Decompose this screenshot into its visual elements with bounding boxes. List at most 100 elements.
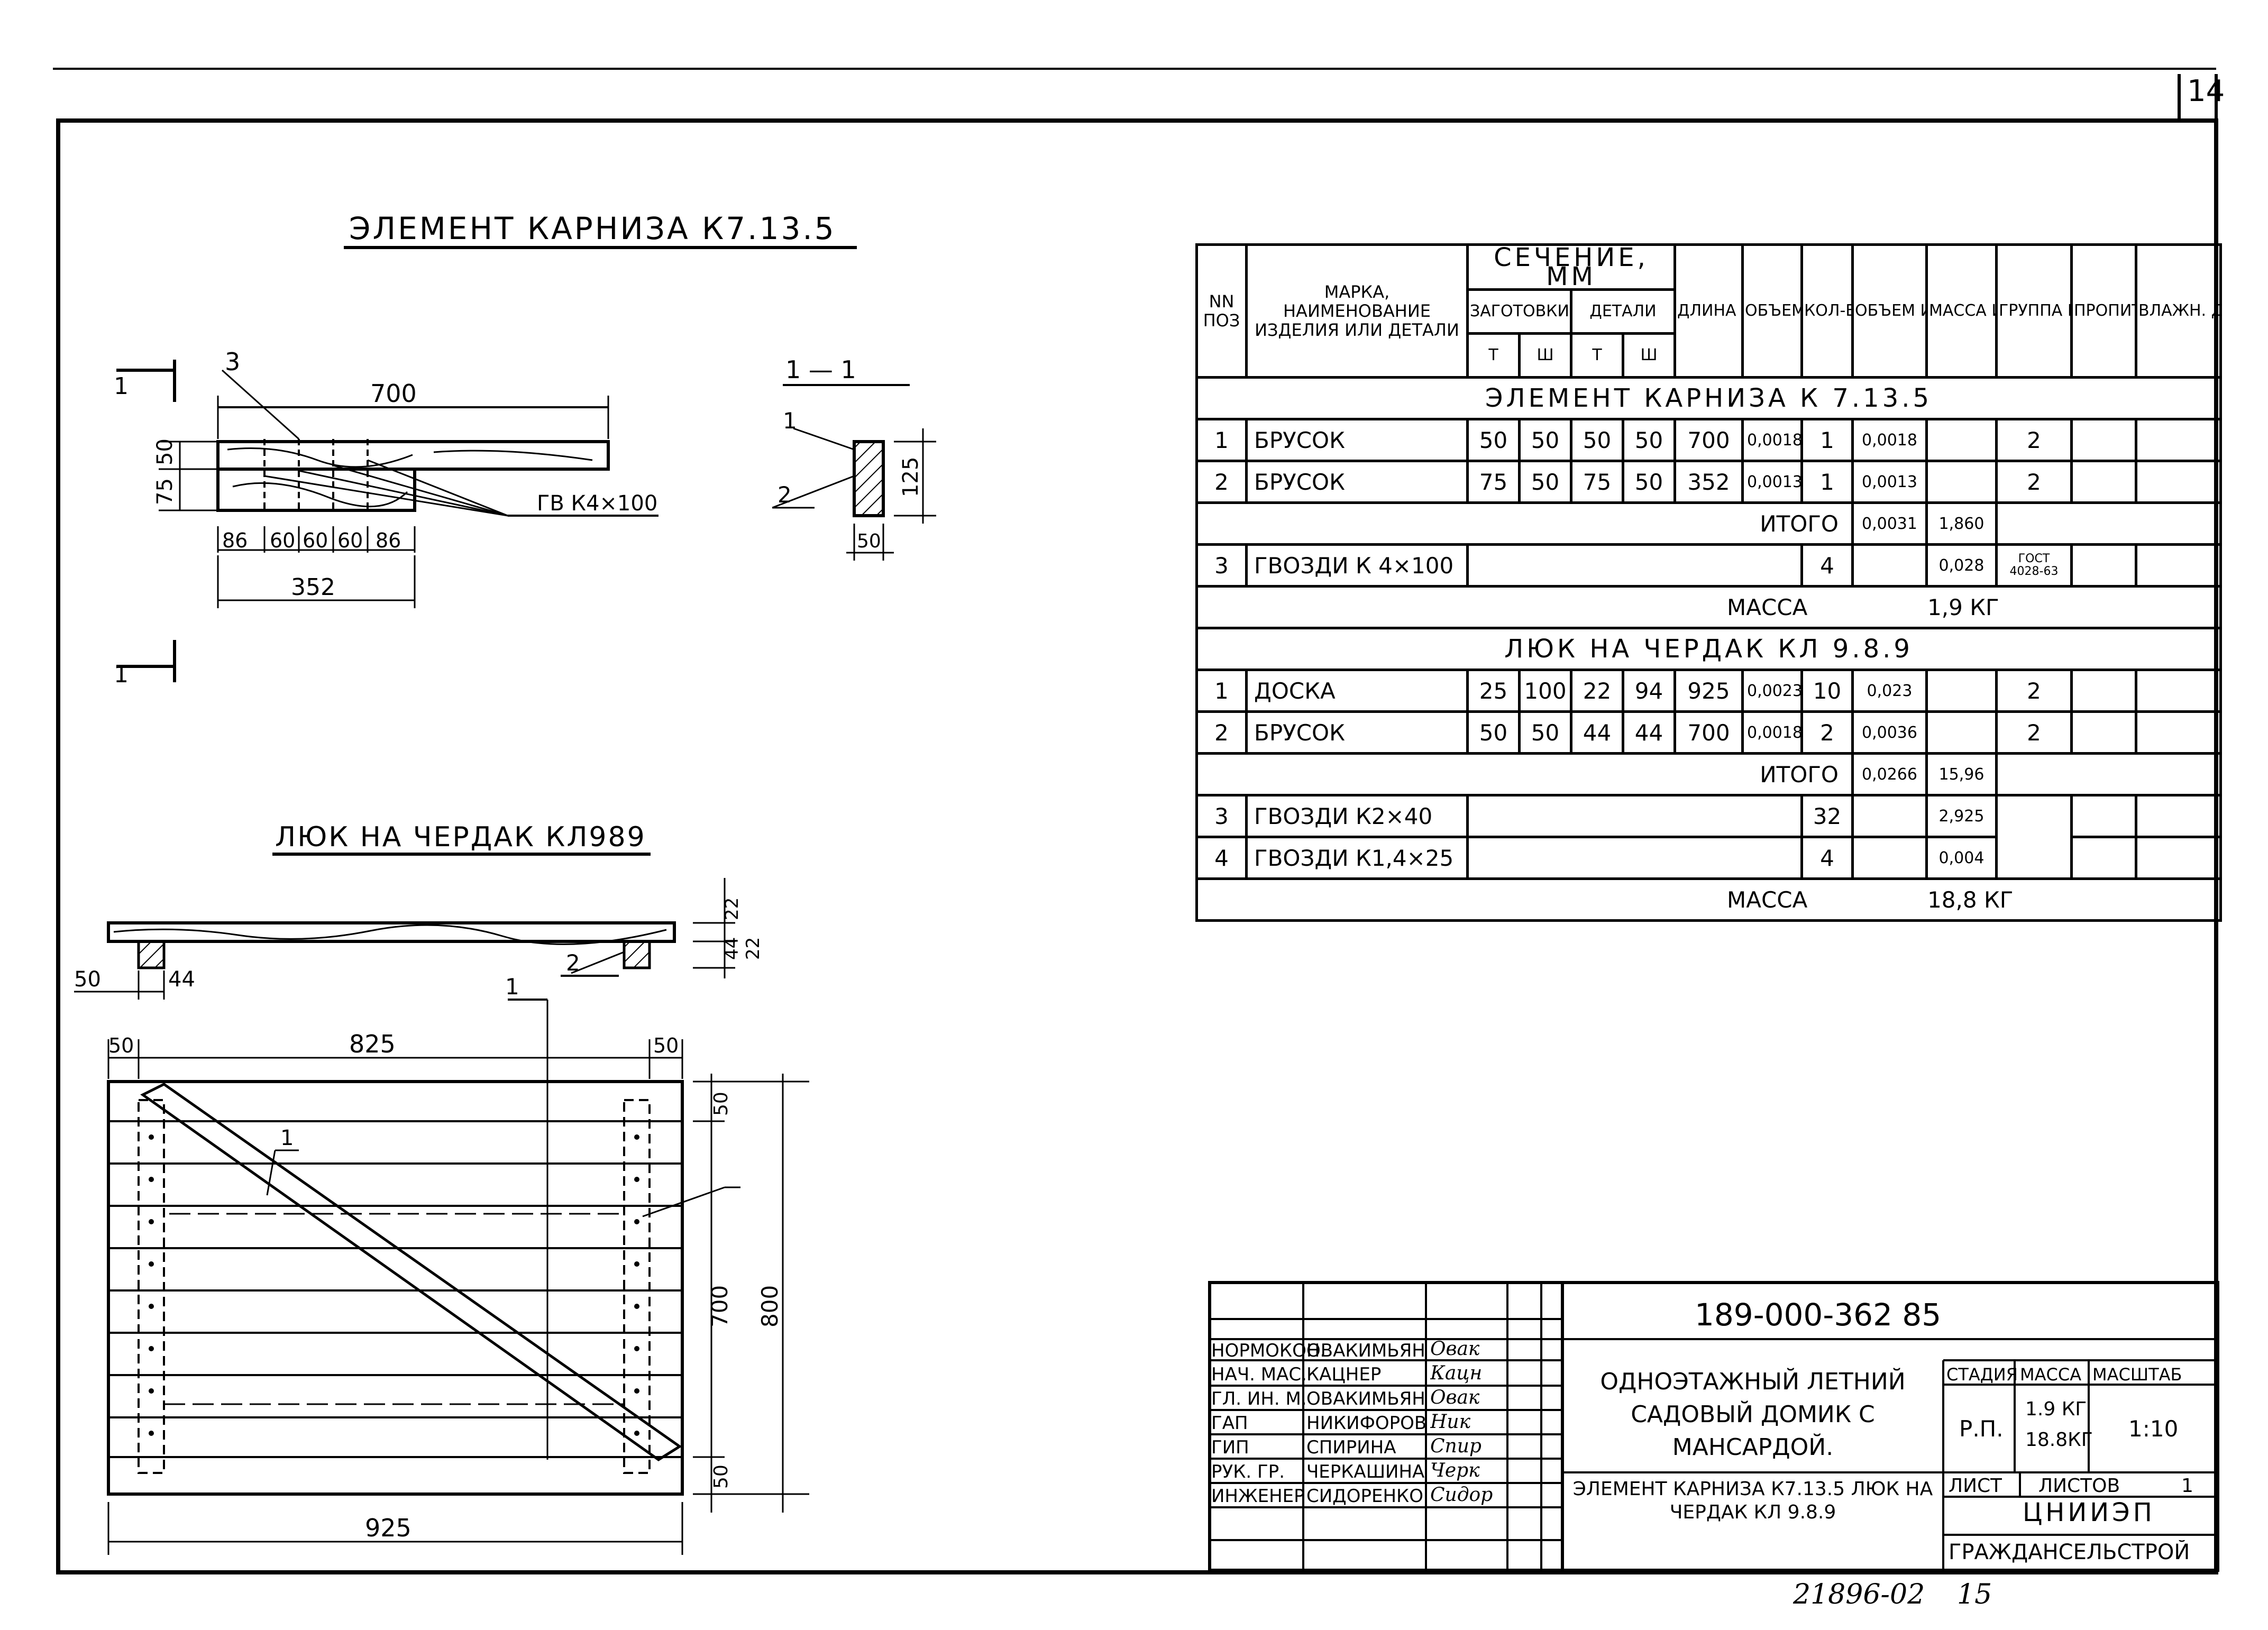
table-cell [1925, 669, 1998, 713]
section-dim-125: 125 [899, 457, 923, 497]
table-cell: 0,023 [1851, 669, 1928, 713]
table-cell: 0,0018 [1741, 418, 1803, 462]
inventory-number: 21896-02 [1793, 1579, 1925, 1610]
table-cell: ГВОЗДИ К 4×100 [1245, 543, 1469, 588]
section2-total-label: ИТОГО [1195, 752, 1854, 796]
sheet-number: 14 [2187, 74, 2225, 108]
table-row: МАССА 18,8 КГ [1195, 877, 2222, 922]
name-3: НИКИФОРОВ [1306, 1413, 1427, 1434]
header-pos: NN ПОЗ [1195, 243, 1248, 379]
spacing-4: 60 [337, 529, 363, 552]
table-cell: ГОСТ 4028-63 [1995, 543, 2073, 588]
callout-3: 3 [225, 347, 240, 376]
specification-table: NN ПОЗ МАРКА, НАИМЕНОВАНИЕ ИЗДЕЛИЯ ИЛИ Д… [1195, 243, 2222, 922]
table-cell: 100 [1518, 669, 1572, 713]
table-cell: 0,0266 [1851, 752, 1928, 796]
hatch-right-50-top: 50 [710, 1092, 732, 1116]
table-cell: 25 [1466, 669, 1521, 713]
section-mark-bottom: 1 [114, 661, 129, 688]
table-cell: 75 [1466, 460, 1521, 504]
table-cell: 4 [1800, 543, 1854, 588]
header-name: МАРКА, НАИМЕНОВАНИЕ ИЗДЕЛИЯ ИЛИ ДЕТАЛИ [1245, 243, 1469, 379]
table-cell: 352 [1673, 460, 1744, 504]
table-cell: ГВОЗДИ К1,4×25 [1245, 836, 1469, 880]
table-cell: 15,96 [1925, 752, 1998, 796]
page-number: 15 [1957, 1579, 1992, 1610]
table-cell: 44 [1570, 710, 1624, 755]
header-mass: МАССА ИЗД. КГ [1925, 243, 1998, 379]
hatch-side-board [107, 921, 676, 943]
hatch-top-50-left: 50 [108, 1034, 134, 1057]
section1-mass-label: МАССА [1727, 594, 1808, 620]
spacing-5: 86 [376, 529, 401, 552]
hatch-callout-2: 2 [566, 950, 580, 976]
header-volume2: ОБЪЕМ ИЛИ ПЛОЩ. ИЗДЕЛ. [1851, 243, 1928, 379]
section2-mass-label: МАССА [1727, 886, 1808, 913]
hatch-top-825: 825 [349, 1030, 396, 1058]
table-cell: 1,860 [1925, 501, 1998, 546]
dim-700-eaves: 700 [370, 379, 417, 408]
role-6: ИНЖЕНЕР [1211, 1486, 1305, 1507]
role-2: ГЛ. ИН. М. [1211, 1388, 1307, 1409]
spacing-2: 60 [270, 529, 295, 552]
table-cell: 10 [1800, 669, 1854, 713]
role-4: ГИП [1211, 1437, 1249, 1458]
sheet-label: ЛИСТ [1949, 1475, 2002, 1497]
hatch-plan [107, 1080, 684, 1496]
sign-3: Ник [1430, 1411, 1471, 1433]
table-cell: 50 [1518, 418, 1572, 462]
section2-mass-value: 18,8 КГ [1927, 886, 2014, 913]
table-cell [1925, 710, 1998, 755]
table-cell [1925, 418, 1998, 462]
scale-value: 1:10 [2128, 1416, 2179, 1442]
section1-total-label: ИТОГО [1195, 501, 1854, 546]
name-0: ОВАКИМЬЯН [1306, 1340, 1425, 1361]
mass-value-2: 18.8КГ [2025, 1429, 2093, 1451]
sign-2: Овак [1430, 1387, 1480, 1408]
header-detail: ДЕТАЛИ [1570, 288, 1676, 335]
header-humidity: ВЛАЖН. ДРЕВ. % [2135, 243, 2222, 379]
table-cell: 1 [1195, 418, 1248, 462]
table-cell [2070, 460, 2137, 504]
hatch-callout-1-top: 1 [505, 974, 519, 1000]
name-6: СИДОРЕНКО [1306, 1486, 1423, 1507]
header-qty: КОЛ-ВО НА ИЗД. ШТ. [1800, 243, 1854, 379]
hatch-top-50-right: 50 [653, 1034, 679, 1057]
sign-6: Сидор [1430, 1484, 1493, 1506]
table-cell: 94 [1622, 669, 1676, 713]
table-cell: 1 [1195, 669, 1248, 713]
header-sh2: Ш [1622, 332, 1676, 379]
table-cell: 3 [1195, 794, 1248, 838]
table-cell: 50 [1518, 460, 1572, 504]
table-cell: 50 [1518, 710, 1572, 755]
table-cell: 2 [1195, 710, 1248, 755]
table-cell: 0,0013 [1741, 460, 1803, 504]
table-row: ИТОГО 0,0266 15,96 [1195, 752, 2222, 796]
spacing-1: 86 [222, 529, 248, 552]
table-cell: 4 [1800, 836, 1854, 880]
stage-value: Р.П. [1959, 1416, 2004, 1442]
dim-352: 352 [291, 574, 335, 601]
org-2: ГРАЖДАНСЕЛЬСТРОЙ [1949, 1540, 2190, 1564]
section-dim-50: 50 [857, 530, 881, 552]
table-cell: 2 [1995, 710, 2073, 755]
hatch-side-50: 50 [74, 967, 101, 992]
header-sh1: Ш [1518, 332, 1572, 379]
section1-title: ЭЛЕМЕНТ КАРНИЗА К 7.13.5 [1195, 376, 2222, 420]
table-cell: 0,0023 [1741, 669, 1803, 713]
table-cell: 0,0018 [1851, 418, 1928, 462]
section1-mass-value: 1,9 КГ [1927, 594, 1999, 620]
table-cell: БРУСОК [1245, 460, 1469, 504]
role-5: РУК. ГР. [1211, 1461, 1285, 1482]
table-cell [2070, 418, 2137, 462]
hatch-right-800: 800 [757, 1285, 783, 1327]
hatch-side-44: 44 [168, 967, 195, 992]
section-callout-2: 2 [778, 482, 792, 508]
table-cell: БРУСОК [1245, 710, 1469, 755]
dim-75-eaves: 75 [153, 478, 177, 505]
